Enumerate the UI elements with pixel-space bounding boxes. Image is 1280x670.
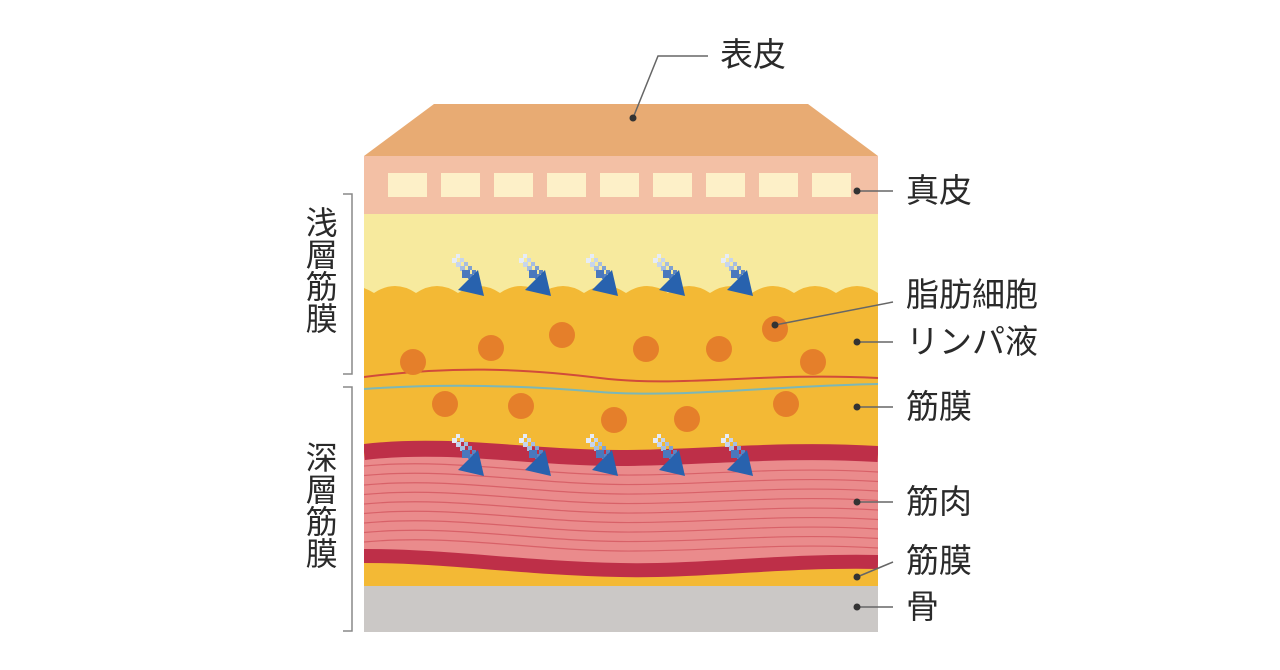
arrow-shaft <box>462 270 470 278</box>
muscle-upper-border <box>364 449 878 458</box>
dermis-cells <box>388 173 851 197</box>
arrow-shaft <box>663 270 671 278</box>
arrow-trail-pixel <box>464 262 468 266</box>
label-fat-cells: 脂肪細胞 <box>906 278 1038 311</box>
label-deep-fascia: 深層筋膜 <box>300 441 338 569</box>
arrow-trail-pixel <box>657 254 661 258</box>
arrow-trail-pixel <box>590 254 594 258</box>
arrow-trail-pixel <box>468 446 472 450</box>
label-muscle: 筋肉 <box>906 485 972 518</box>
label-superficial-fascia: 浅層筋膜 <box>300 206 338 334</box>
bone-layer <box>364 586 878 632</box>
label-fascia-lower: 筋膜 <box>906 544 972 577</box>
arrow-trail-pixel <box>523 434 527 438</box>
arrow-shaft <box>731 270 739 278</box>
arrow-trail-pixel <box>527 258 531 262</box>
arrow-shaft <box>462 450 470 458</box>
arrow-trail-pixel <box>527 438 531 442</box>
dermis-cell <box>706 173 745 197</box>
arrow-trail-pixel <box>590 434 594 438</box>
dermis-cell <box>653 173 692 197</box>
arrow-trail-pixel <box>657 434 661 438</box>
arrow-trail-pixel <box>456 434 460 438</box>
arrow-trail-pixel <box>456 254 460 258</box>
fat-cell-dot <box>508 393 534 419</box>
arrow-trail-pixel <box>602 266 606 270</box>
arrow-trail-pixel <box>531 262 535 266</box>
dermis-cell <box>441 173 480 197</box>
arrow-trail-pixel <box>665 442 669 446</box>
label-lymph: リンパ液 <box>906 325 1038 358</box>
label-bone: 骨 <box>906 590 939 623</box>
arrow-trail-pixel <box>602 446 606 450</box>
upper-fat-layer <box>364 212 878 293</box>
fat-cell-dot <box>432 391 458 417</box>
dermis-cell <box>759 173 798 197</box>
fat-cell-dot <box>762 316 788 342</box>
arrow-trail-pixel <box>729 438 733 442</box>
arrow-shaft <box>731 450 739 458</box>
fat-cell-dot <box>478 335 504 361</box>
fat-cell-dot <box>773 391 799 417</box>
arrow-trail-pixel <box>669 266 673 270</box>
arrow-trail-pixel <box>460 438 464 442</box>
fat-cell-dot <box>601 407 627 433</box>
dermis-cell <box>388 173 427 197</box>
label-fascia-upper: 筋膜 <box>906 390 972 423</box>
arrow-trail-pixel <box>464 442 468 446</box>
arrow-trail-pixel <box>523 254 527 258</box>
epidermis-layer <box>364 104 878 156</box>
fat-cell-dot <box>706 336 732 362</box>
arrow-trail-pixel <box>460 258 464 262</box>
arrow-trail-pixel <box>729 258 733 262</box>
arrow-trail-pixel <box>661 438 665 442</box>
fat-cell-dot <box>549 322 575 348</box>
deep-fascia-bracket <box>343 387 352 631</box>
arrow-shaft <box>529 270 537 278</box>
arrow-trail-pixel <box>598 442 602 446</box>
fat-cell-dot <box>633 336 659 362</box>
fat-cell-dot <box>800 349 826 375</box>
arrow-trail-pixel <box>669 446 673 450</box>
arrow-trail-pixel <box>725 254 729 258</box>
arrow-shaft <box>663 450 671 458</box>
arrow-trail-pixel <box>468 266 472 270</box>
arrow-trail-pixel <box>594 438 598 442</box>
arrow-trail-pixel <box>737 266 741 270</box>
arrow-trail-pixel <box>531 442 535 446</box>
arrow-trail-pixel <box>535 446 539 450</box>
superficial-fascia-bracket <box>343 194 352 374</box>
label-epidermis: 表皮 <box>720 38 786 71</box>
arrow-trail-pixel <box>535 266 539 270</box>
dermis-cell <box>600 173 639 197</box>
dermis-cell <box>547 173 586 197</box>
dermis-cell <box>812 173 851 197</box>
arrow-trail-pixel <box>594 258 598 262</box>
arrow-trail-pixel <box>733 442 737 446</box>
arrow-shaft <box>596 450 604 458</box>
arrow-trail-pixel <box>661 258 665 262</box>
arrow-trail-pixel <box>733 262 737 266</box>
arrow-trail-pixel <box>737 446 741 450</box>
fat-cell-dot <box>400 349 426 375</box>
arrow-shaft <box>529 450 537 458</box>
label-dermis: 真皮 <box>906 174 972 207</box>
arrow-trail-pixel <box>665 262 669 266</box>
arrow-trail-pixel <box>598 262 602 266</box>
dermis-cell <box>494 173 533 197</box>
fat-cell-dot <box>674 406 700 432</box>
arrow-shaft <box>596 270 604 278</box>
arrow-trail-pixel <box>725 434 729 438</box>
